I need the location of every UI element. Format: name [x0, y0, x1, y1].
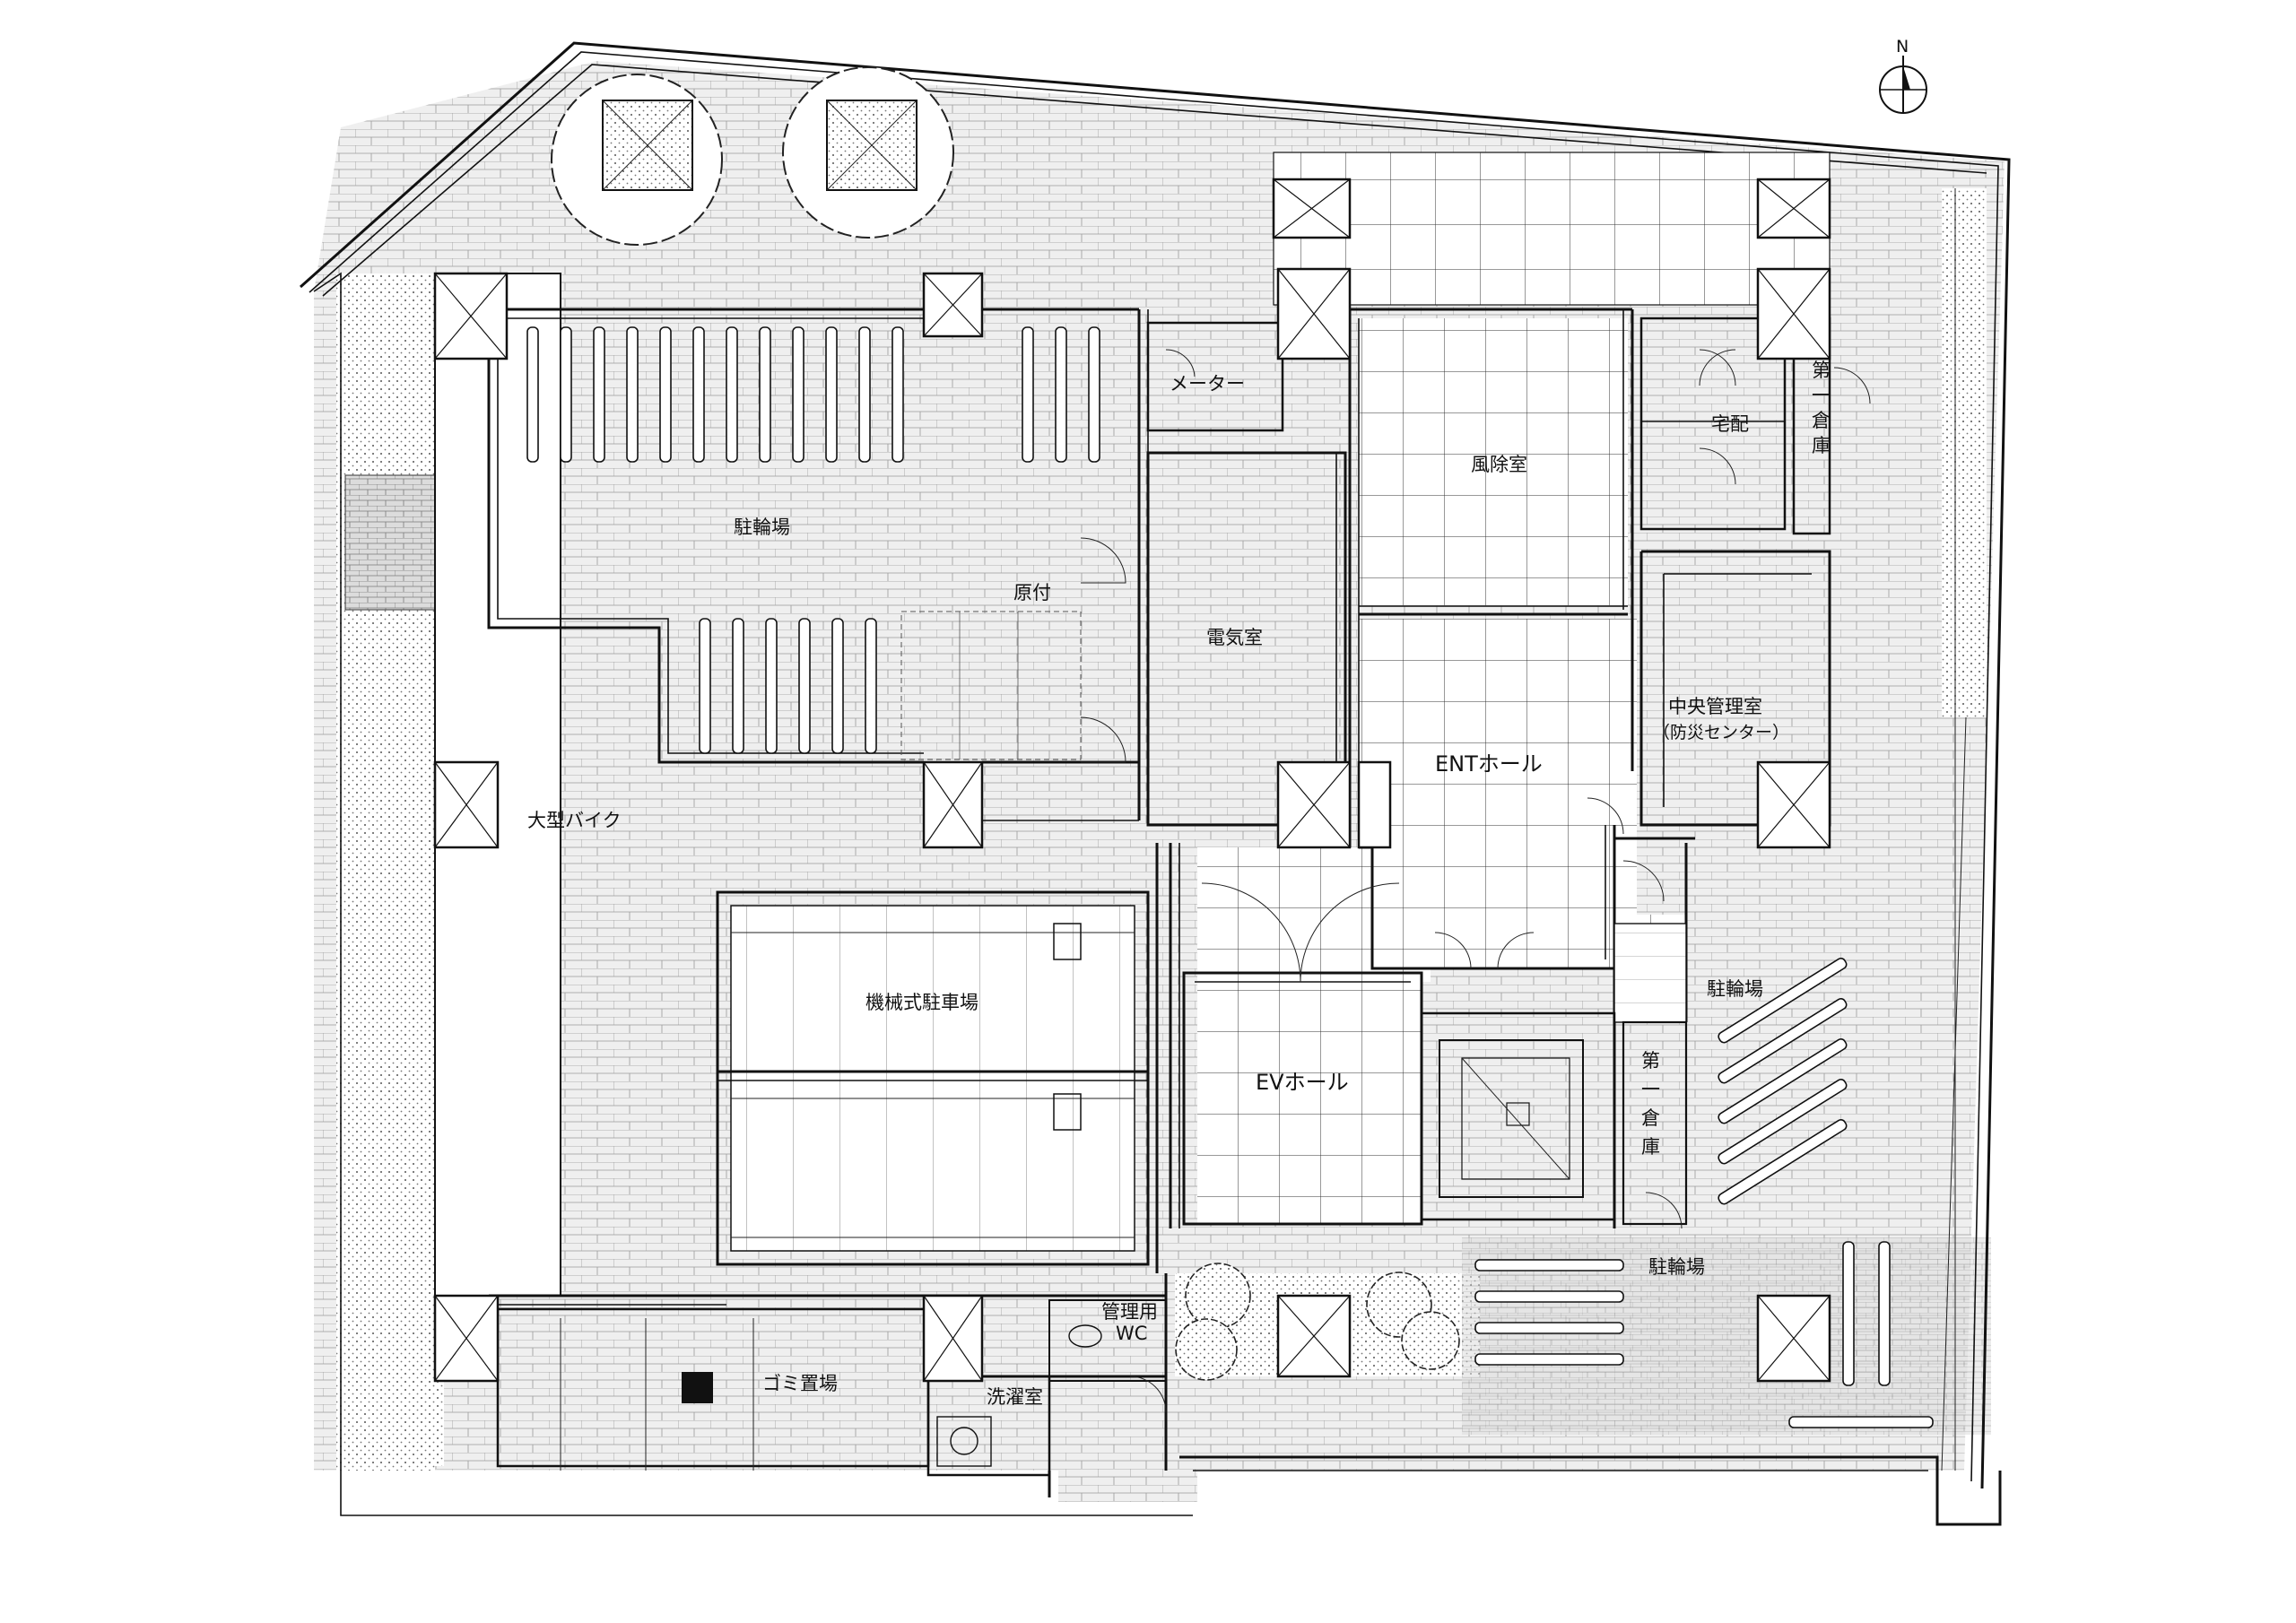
bicycle-racks-main	[526, 326, 1100, 754]
shrubs-south	[1175, 1263, 1460, 1381]
bicycle-racks-south	[1474, 1241, 1934, 1428]
vertical-labels: 第一倉庫 第一倉庫	[1641, 360, 1831, 1158]
large-motorcycle-label: 大型バイク	[527, 810, 622, 831]
tiled-floors	[1197, 152, 1831, 1224]
wind-lobby-label: 風除室	[1471, 454, 1527, 475]
north-arrow: N	[1879, 37, 1927, 114]
site-boundary	[300, 41, 2011, 1526]
garbage-room-label: ゴミ置場	[762, 1373, 838, 1394]
structural-columns	[433, 178, 1831, 1383]
moped-label: 原付	[1013, 582, 1051, 603]
laundry-room-label: 洗濯室	[987, 1386, 1043, 1408]
storage-1-top-label: 第一倉庫	[1812, 360, 1831, 456]
storage-1-side-label: 第一倉庫	[1641, 1050, 1660, 1158]
ent-hall-label: ENTホール	[1435, 751, 1543, 777]
bicycle-parking-east-label: 駐輪場	[1707, 978, 1763, 1000]
north-label: N	[1896, 37, 1909, 56]
ev-hall-label: EVホール	[1256, 1070, 1349, 1095]
bicycle-parking-main-label: 駐輪場	[734, 516, 790, 538]
trees-north	[551, 66, 954, 246]
room-labels: 駐輪場 原付 電気室 風除室 宅配 メーター 中央管理室 （防災センター） EN…	[527, 373, 1789, 1408]
door-swings	[1080, 349, 1871, 1413]
disaster-center-label: （防災センター）	[1653, 723, 1789, 742]
delivery-label: 宅配	[1711, 413, 1749, 435]
mechanical-parking-label: 機械式駐車場	[865, 992, 978, 1013]
central-management-label: 中央管理室	[1668, 696, 1762, 717]
bicycle-racks-east	[1718, 958, 1848, 1205]
bicycle-parking-south-label: 駐輪場	[1648, 1256, 1705, 1278]
electrical-room-label: 電気室	[1206, 627, 1263, 648]
meter-label: メーター	[1170, 373, 1245, 395]
